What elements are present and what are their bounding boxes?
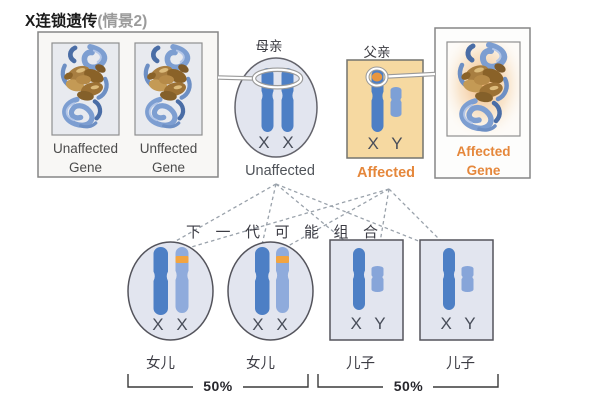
son2-label: 儿子 bbox=[446, 356, 475, 372]
daughter1-label: 女儿 bbox=[146, 356, 175, 372]
son1-cell-box bbox=[329, 239, 404, 341]
chromosomes bbox=[153, 68, 474, 315]
son2-cell-box bbox=[419, 239, 494, 341]
x-chromosome bbox=[443, 248, 455, 310]
inheritance-dashed-lines bbox=[159, 183, 467, 267]
gene-highlight-connectors bbox=[217, 66, 436, 90]
father-karyotype: X Y bbox=[367, 134, 407, 153]
x-chromosome bbox=[281, 68, 294, 132]
carrier-gene-band bbox=[276, 256, 289, 263]
father-gene-highlight-ring bbox=[366, 67, 388, 87]
daughter2-label: 女儿 bbox=[246, 356, 275, 372]
daughter2-cell-oval bbox=[227, 241, 314, 341]
carrier-gene-band bbox=[175, 256, 189, 263]
father-status: Affected bbox=[356, 164, 416, 181]
daughter2-karyotype: X X bbox=[252, 314, 292, 334]
unffected-gene-caption: Unffected Gene bbox=[139, 141, 198, 175]
affected-gene-spot bbox=[371, 72, 383, 82]
page-title: X连锁遗传(情景2) bbox=[25, 9, 147, 31]
x-chromosome bbox=[261, 68, 274, 132]
unaffected-gene-panel bbox=[37, 31, 219, 178]
son1-label: 儿子 bbox=[346, 356, 375, 372]
daughter1-karyotype: X X bbox=[152, 314, 192, 334]
unaffected-gene-caption: Unaffected Gene bbox=[52, 141, 119, 175]
x-chromosome bbox=[255, 247, 270, 315]
affected-gene-caption: Affected Gene bbox=[456, 143, 511, 178]
title-main: X连锁遗传 bbox=[25, 13, 98, 30]
x-chromosome bbox=[353, 248, 365, 310]
title-scenario: (情景2) bbox=[97, 13, 148, 30]
daughter1-cell-oval bbox=[127, 241, 214, 341]
son2-karyotype: X Y bbox=[440, 313, 480, 333]
mother-label: 母亲 bbox=[255, 38, 283, 54]
y-chromosome bbox=[461, 266, 474, 292]
father-label: 父亲 bbox=[363, 44, 391, 60]
y-chromosome bbox=[390, 87, 402, 117]
x-chromosome bbox=[153, 247, 168, 315]
sons-probability: 50% bbox=[393, 377, 424, 394]
sons-bracket bbox=[317, 374, 499, 388]
daughters-probability: 50% bbox=[203, 377, 233, 394]
mother-karyotype: X X bbox=[258, 133, 298, 152]
son1-karyotype: X Y bbox=[350, 313, 390, 333]
probability-brackets bbox=[127, 374, 499, 388]
y-chromosome bbox=[371, 266, 384, 292]
daughters-bracket bbox=[127, 374, 309, 388]
affected-gene-panel bbox=[434, 27, 531, 179]
mother-status: Unaffected bbox=[245, 163, 315, 179]
next-generation-caption: 下一代可能组合 bbox=[186, 224, 393, 241]
